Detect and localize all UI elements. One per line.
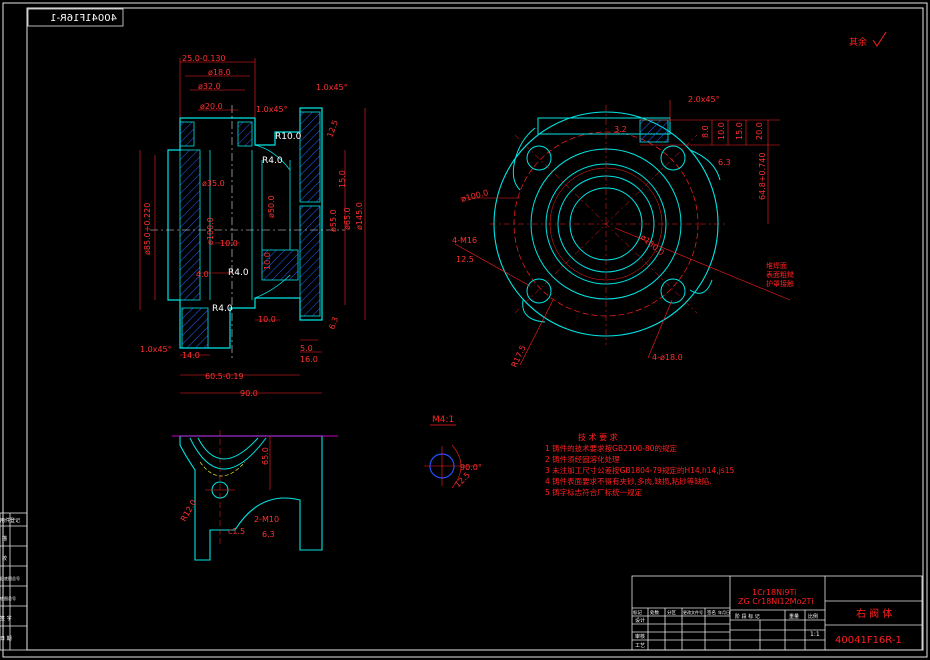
dim-text: ø35.0 [202, 179, 225, 188]
dim-text: R17.5 [510, 344, 528, 369]
dim-text: 1.0x45° [316, 83, 348, 92]
dim-text: 10.0 [220, 239, 238, 248]
dim-text: 16.0 [300, 355, 318, 364]
dim-text: R4.0 [228, 268, 249, 278]
left-registration-table [0, 512, 28, 651]
tb-stage: 阶 段 标 记 [735, 613, 760, 620]
dim-text: 8.0 [701, 125, 710, 138]
part-name: 右 阀 体 [856, 607, 892, 620]
surface-label: 护罩接触 [766, 279, 794, 288]
scale-value: 1:1 [810, 631, 820, 638]
dim-text: 64.8+0.740 [758, 153, 767, 200]
dim-text: 6.3 [327, 316, 340, 331]
corner-code-box [27, 8, 124, 27]
tb-header: 更改文件号 [683, 609, 703, 615]
tb-header: 签名 [707, 609, 716, 616]
dim-text: 60.5-0.19 [205, 372, 244, 381]
tech-item: 4 铸件表面要求不得有夹砂,多肉,缺损,粘砂等缺陷. [545, 476, 712, 486]
left-section-view: 25.0-0.130 ø18.0 ø32.0 ø20.0 ø35.0 1.0x4… [139, 54, 366, 398]
reg-row: 签 字 [0, 615, 12, 622]
dim-text: 5.0 [300, 344, 313, 353]
tb-row: 工艺 [635, 643, 645, 649]
dim-text: 14.0 [182, 351, 200, 360]
tb-scale: 比例 [808, 613, 818, 620]
dim-text: ø100.0 [206, 217, 215, 245]
dim-text: 2-M10 [254, 515, 279, 524]
reg-row: 旧底图总号 [0, 575, 20, 581]
dim-text: 15.0 [735, 122, 744, 140]
dim-text: 10.0 [717, 122, 726, 140]
dim-text: ø85.0+0.220 [143, 203, 152, 255]
corner-code-mirrored: 40041F16R-1 [50, 13, 117, 24]
tech-title: 技 术 要 求 [578, 432, 618, 442]
tech-item: 3 未注加工尺寸公差按GB1804-79规定的H14,h14,js15 [545, 465, 734, 475]
dim-text: 20.0 [755, 122, 764, 140]
tech-item: 1 铸件的技术要求按GB2100-80的规定 [545, 443, 677, 453]
dim-text: ø65.0 [343, 207, 352, 230]
dim-text: 90.0° [460, 463, 482, 472]
dim-text: 25.0-0.130 [182, 54, 226, 63]
dim-text: ø20.0 [200, 102, 223, 111]
tb-header: 标记 [633, 609, 642, 616]
dim-text: 4-M16 [452, 236, 477, 245]
surface-note: 其余 [849, 36, 867, 48]
dim-text: 90.0 [240, 389, 258, 398]
dim-text: R4.0 [212, 304, 233, 314]
dim-text: 15.0 [338, 170, 347, 188]
detail-view: M4:1 90.0° 12.5 [424, 415, 482, 489]
reg-row: 用件登记 [0, 517, 20, 524]
dim-text: 4.0 [196, 270, 209, 279]
dim-text: 2.0x45° [688, 95, 720, 104]
dim-text: ø32.0 [198, 82, 221, 91]
surface-label: 堆焊面 [766, 261, 787, 270]
material-1: 1Cr18Ni9Ti [752, 588, 796, 597]
dim-text: 65.0 [261, 447, 270, 465]
dim-text: 12.5 [456, 255, 474, 264]
tb-weight: 重量 [789, 613, 799, 620]
dim-text: 4-ø18.0 [652, 353, 683, 362]
reg-row: 底图总号 [0, 595, 16, 601]
dim-text: 1.0x45° [140, 345, 172, 354]
dim-text: 10.0 [263, 252, 272, 270]
tech-item: 5 铸字标志符合厂标统一规定 [545, 487, 643, 497]
dim-text: ø55.0 [329, 209, 338, 232]
dim-text: 10.0 [258, 315, 276, 324]
tech-requirements: 技 术 要 求 1 铸件的技术要求按GB2100-80的规定 2 铸件须经固溶化… [545, 432, 734, 497]
part-number: 40041F16R-1 [835, 635, 902, 646]
dim-text: ø100.0 [460, 188, 489, 204]
tech-item: 2 铸件须经固溶化处理 [545, 454, 620, 464]
dim-text: 1.0x45° [256, 105, 288, 114]
title-block [631, 575, 923, 651]
reg-row: 校 [2, 555, 7, 562]
tb-header: 处数 [650, 609, 659, 616]
dim-text: R4.0 [262, 156, 283, 166]
dim-text: ø50.0 [267, 195, 276, 218]
dim-text: 12.5 [325, 119, 340, 139]
dim-text: c1.5 [228, 527, 245, 536]
scale-label: M4:1 [432, 415, 454, 425]
right-front-view: 2.0x45° 8.0 10.0 15.0 20.0 64.8+0.740 ø1… [452, 95, 794, 369]
tb-header: 年月日 [718, 609, 730, 615]
tb-header: 分区 [667, 609, 676, 616]
surface-finish-symbol [872, 31, 887, 47]
dim-text: 6.3 [262, 530, 275, 539]
dim-text: ø18.0 [208, 68, 231, 77]
dim-text: R10.0 [275, 132, 302, 142]
dim-text: 6.3 [718, 158, 731, 167]
reg-row: 描 [2, 535, 7, 542]
inner-frame [26, 7, 924, 651]
dim-text: 3.2 [614, 125, 627, 134]
bottom-view: 65.0 R12.0 c1.5 2-M10 6.3 [172, 430, 338, 561]
reg-row: 日 期 [0, 636, 12, 642]
tb-row: 设计 [635, 617, 645, 624]
dim-text: 12.5 [453, 470, 472, 489]
dim-text: ø145.0 [355, 202, 364, 230]
surface-label: 表面粗糙 [766, 270, 794, 279]
material-2: ZG Cr18Ni12Mo2Ti [738, 597, 813, 606]
tb-row: 审核 [635, 633, 645, 640]
